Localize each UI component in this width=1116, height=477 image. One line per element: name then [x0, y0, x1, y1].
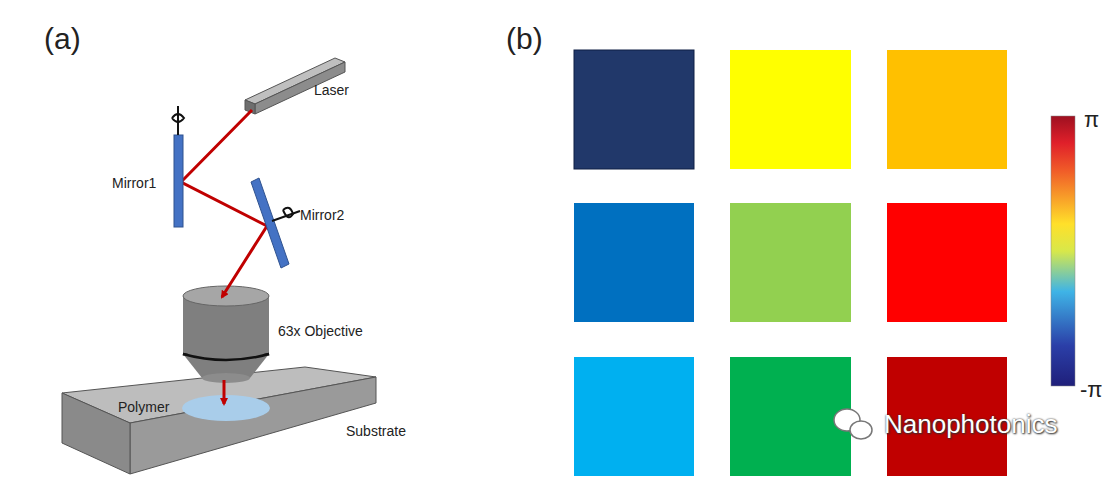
part-label: Polymer — [118, 400, 169, 415]
polymer-drop — [182, 395, 270, 421]
laser-beam — [181, 110, 267, 297]
colorbar — [1051, 116, 1075, 386]
watermark: Nanophotonics — [884, 410, 1057, 439]
panel-letter: (a) — [44, 22, 81, 55]
panel-letter: (b) — [506, 22, 543, 55]
colorbar-tick: -π — [1080, 378, 1103, 402]
part-label: Mirror2 — [300, 208, 344, 223]
mirror-1 — [172, 106, 184, 227]
wechat-icon — [834, 409, 872, 439]
part-label: Substrate — [346, 424, 406, 439]
part-label: 63x Objective — [278, 324, 363, 339]
substrate-slab — [62, 367, 376, 474]
objective-lens — [183, 286, 269, 383]
part-label: Mirror1 — [112, 176, 156, 191]
part-label: Laser — [314, 83, 349, 98]
beam-arrow — [223, 380, 226, 404]
colorbar-tick: π — [1084, 108, 1099, 132]
mirror-2 — [251, 178, 300, 268]
